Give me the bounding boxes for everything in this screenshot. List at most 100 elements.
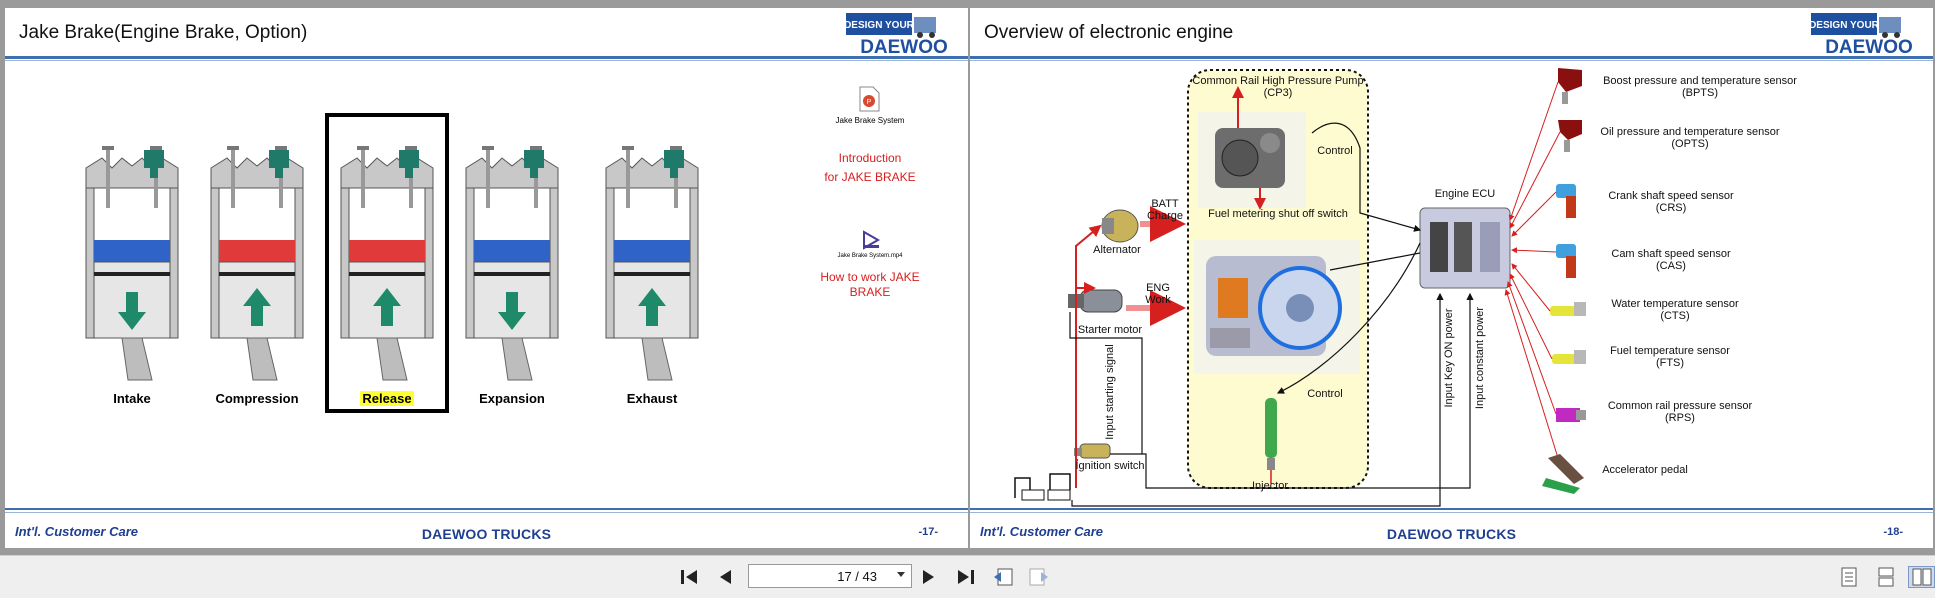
intro-jake-brake-link[interactable]: Introduction for JAKE BRAKE [824,151,916,184]
jake-brake-stroke-diagram [85,146,699,381]
page-title: Jake Brake(Engine Brake, Option) [19,22,308,43]
engine-stroke-1 [85,146,179,381]
header-divider [5,56,968,59]
page-indicator-text: 17 / 43 [837,568,877,584]
footer-brand: DAEWOO TRUCKS [1386,526,1517,542]
first-page-button[interactable] [678,566,700,588]
footer-brand: DAEWOO TRUCKS [421,526,552,542]
two-page-view-button[interactable] [1908,566,1935,588]
forward-button[interactable] [1028,566,1050,588]
daewoo-logo: DESIGN YOUR DAEWOO [1809,11,1927,58]
injector-image [1265,398,1277,484]
header-divider-thin [970,60,1933,61]
header-divider [970,56,1933,59]
last-page-icon [958,570,974,584]
video-file-caption: Jake Brake System.mp4 [837,253,903,259]
accelerator-pedal-image [1542,454,1584,494]
ignition-switch-image [1074,443,1111,459]
alternator-image [1101,209,1139,243]
stroke-label-release: Release [360,391,414,406]
sensor-label-crs: Crank shaft speed sensor(CRS) [1608,190,1734,214]
last-page-button[interactable] [955,566,977,588]
injector-label: Injector [1251,480,1289,492]
previous-page-button[interactable] [714,566,736,588]
stroke-label-exhaust: Exhaust [626,391,678,406]
first-page-icon [681,570,697,584]
video-file-icon[interactable] [861,230,881,255]
cp3-pump-image [1198,86,1306,210]
electronic-engine-overview-diagram [1014,68,1586,507]
slide-page-17: Jake Brake(Engine Brake, Option) DESIGN … [5,8,968,548]
battery-image [1021,489,1071,501]
sensor-label-fts: Fuel temperature sensor(FTS) [1610,345,1730,369]
svg-text:P: P [867,99,872,106]
continuous-view-button[interactable] [1875,566,1897,588]
logo-line1: DESIGN YOUR [1809,20,1880,31]
starter-motor-label: Starter motor [1077,324,1143,336]
logo-line1: DESIGN YOUR [844,20,915,31]
crs-sensor-image [1556,184,1576,218]
sensor-label-opts: Oil pressure and temperature sensor(OPTS… [1600,126,1780,150]
footer-divider-thin [970,512,1933,513]
release-highlight-frame [325,113,449,413]
daewoo-logo: DESIGN YOUR DAEWOO [844,11,962,58]
footer-left-text: Int'l. Customer Care [15,524,139,539]
sensor-label-cas: Cam shaft speed sensor(CAS) [1611,248,1731,272]
engine-stroke-2 [210,146,304,381]
logo-line2: DAEWOO [860,37,948,55]
slide-page-18: Overview of electronic engine DESIGN YOU… [970,8,1933,548]
cp3-label: Common Rail High Pressure Pump(CP3) [1192,75,1364,99]
pptx-file-icon[interactable]: P [857,86,881,117]
input-key-on-label: Input Key ON power [1443,308,1455,408]
alternator-label: Alternator [1093,244,1141,256]
single-page-icon [1841,567,1857,587]
footer-divider-thin [5,512,968,513]
footer-left-text: Int'l. Customer Care [980,524,1104,539]
engine-stroke-4 [465,146,559,381]
logo-line2: DAEWOO [1825,37,1913,55]
page-number-field[interactable]: 17 / 43 [748,564,912,588]
control-bottom-label: Control [1307,388,1343,400]
pptx-file-caption: Jake Brake System [835,116,905,125]
stroke-label-intake: Intake [113,391,151,406]
single-page-view-button[interactable] [1838,566,1860,588]
rps-sensor-image [1556,408,1586,422]
cts-sensor-image [1550,302,1586,316]
continuous-page-icon [1878,567,1894,587]
engine-ecu-label: Engine ECU [1434,188,1496,200]
two-page-icon [1912,568,1931,586]
engine-stroke-3 [340,146,434,381]
footer-divider [970,508,1933,510]
footer-divider [5,508,968,510]
fts-sensor-image [1552,350,1586,364]
opts-sensor-image [1558,120,1582,152]
sensor-label-bpts: Boost pressure and temperature sensor(BP… [1603,75,1797,99]
viewer-toolbar: 17 / 43 [0,555,1935,598]
input-starting-signal-label: Input starting signal [1104,344,1116,440]
page-number: -17- [918,526,938,538]
sensor-label-accelerator: Accelerator pedal [1602,464,1688,476]
how-to-work-jake-brake-link[interactable]: How to work JAKE BRAKE [820,270,920,299]
next-page-button[interactable] [918,566,940,588]
header-divider-thin [5,60,968,61]
chevron-down-icon [897,572,905,577]
previous-page-icon [720,570,731,584]
control-top-label: Control [1317,145,1353,157]
page-number: -18- [1883,526,1903,538]
page-title: Overview of electronic engine [984,22,1234,43]
sensor-label-cts: Water temperature sensor(CTS) [1611,298,1739,322]
cas-sensor-image [1556,244,1576,278]
sensor-label-rps: Common rail pressure sensor(RPS) [1607,400,1753,424]
input-constant-power-label: Input constant power [1474,306,1486,410]
stroke-label-expansion: Expansion [479,391,545,406]
fuel-metering-label: Fuel metering shut off switch [1208,208,1348,220]
engine-ecu-image [1419,207,1511,289]
back-icon [994,568,1013,586]
back-button[interactable] [992,566,1014,588]
ignition-switch-label: Ignition switch [1075,460,1145,472]
engine-image [1194,240,1360,374]
forward-icon [1029,568,1048,586]
bpts-sensor-image [1558,68,1582,104]
